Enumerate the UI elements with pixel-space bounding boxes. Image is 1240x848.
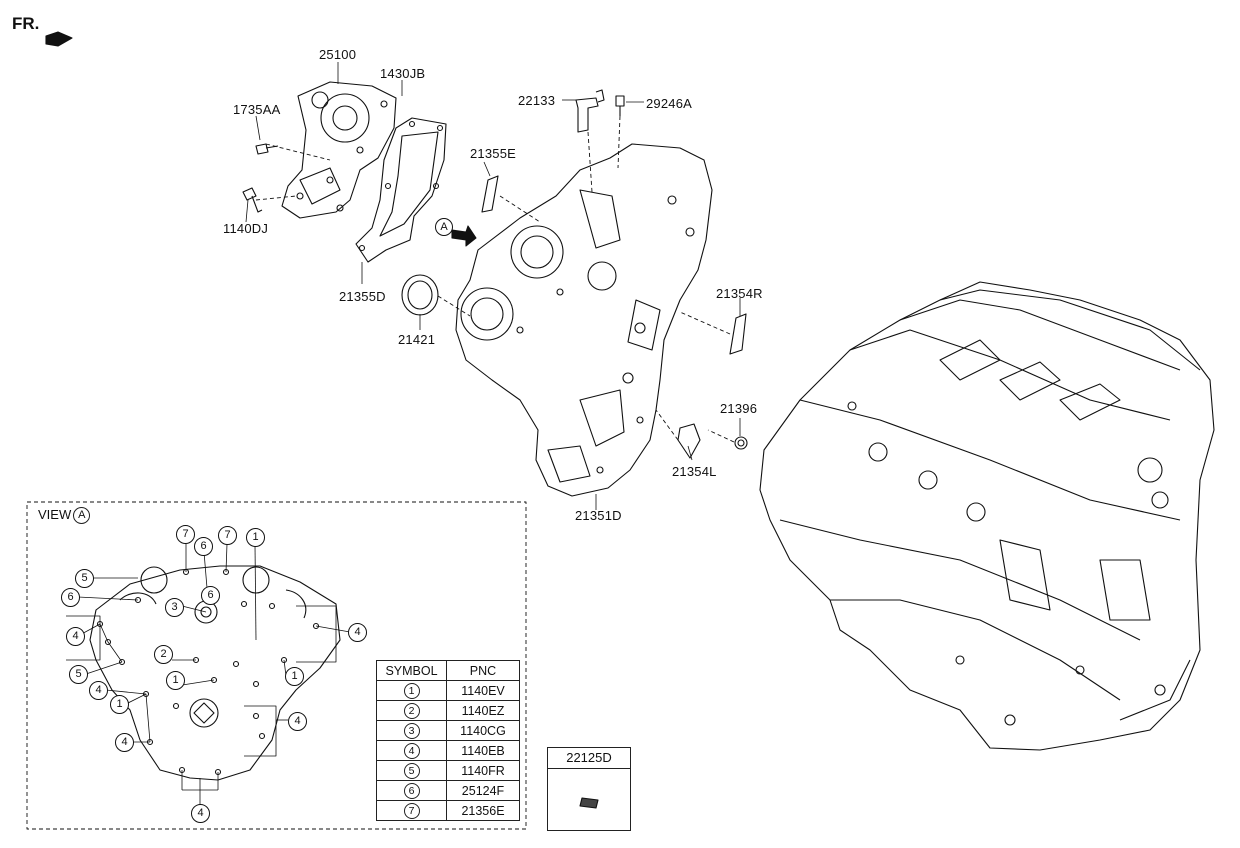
callout-7: 7 (218, 526, 237, 545)
part-22125d-icon (579, 797, 599, 809)
table-row[interactable]: 4 1140EB (376, 740, 520, 761)
label-22133[interactable]: 22133 (518, 93, 556, 108)
pnc-cell: 21356E (446, 800, 520, 821)
callout-3: 3 (165, 598, 184, 617)
table-row[interactable]: 3 1140CG (376, 720, 520, 741)
callout-6: 6 (61, 588, 80, 607)
label-21351d[interactable]: 21351D (575, 508, 622, 523)
pnc-cell: 25124F (446, 780, 520, 801)
table-row[interactable]: 7 21356E (376, 800, 520, 821)
water-pump-25100 (281, 81, 397, 219)
part-29246a (615, 95, 625, 116)
label-25100[interactable]: 25100 (319, 47, 357, 62)
callout-4: 4 (115, 733, 134, 752)
table-header-row: SYMBOL PNC (376, 660, 520, 681)
callout-6: 6 (194, 537, 213, 556)
pnc-cell: 1140EV (446, 680, 520, 701)
pnc-cell: 1140EB (446, 740, 520, 761)
sensor-22133 (575, 89, 605, 133)
symbol-cell: 6 (403, 782, 420, 799)
label-29246a[interactable]: 29246A (646, 96, 693, 111)
callout-1: 1 (166, 671, 185, 690)
pnc-cell: 1140FR (446, 760, 520, 781)
callout-7: 7 (176, 525, 195, 544)
table-row[interactable]: 5 1140FR (376, 760, 520, 781)
o-ring-21396 (734, 436, 748, 450)
symbol-cell: 4 (403, 742, 420, 759)
symbol-pnc-table: SYMBOL PNC 1 1140EV 2 1140EZ 3 1140CG 4 … (376, 660, 520, 821)
front-direction-label: FR. (12, 14, 40, 33)
label-1430jb[interactable]: 1430JB (380, 66, 426, 81)
callout-4: 4 (288, 712, 307, 731)
view-a-marker: A (435, 218, 453, 236)
callout-2: 2 (154, 645, 173, 664)
symbol-cell: 3 (403, 722, 420, 739)
table-row[interactable]: 2 1140EZ (376, 700, 520, 721)
label-21355e[interactable]: 21355E (470, 146, 517, 161)
part-box-22125d[interactable]: 22125D (547, 747, 631, 831)
table-row[interactable]: 6 25124F (376, 780, 520, 801)
gasket-1430jb (355, 117, 447, 263)
label-21421[interactable]: 21421 (398, 332, 436, 347)
gasket-21354l (677, 423, 701, 459)
gasket-21354r (729, 313, 747, 355)
label-21354r[interactable]: 21354R (716, 286, 763, 301)
callout-1: 1 (246, 528, 265, 547)
view-arrow-icon (451, 225, 477, 247)
callout-6: 6 (201, 586, 220, 605)
symbol-cell: 1 (403, 682, 420, 699)
label-1735aa[interactable]: 1735AA (233, 102, 281, 117)
callout-4: 4 (89, 681, 108, 700)
bolt-1735aa (255, 143, 279, 155)
pnc-cell: 1140EZ (446, 700, 520, 721)
label-21354l[interactable]: 21354L (672, 464, 717, 479)
bolt-1140dj (242, 187, 263, 213)
column-header-pnc: PNC (446, 660, 520, 681)
front-arrow-icon (45, 31, 73, 47)
callout-1: 1 (110, 695, 129, 714)
table-row[interactable]: 1 1140EV (376, 680, 520, 701)
callout-4: 4 (348, 623, 367, 642)
label-21355d[interactable]: 21355D (339, 289, 386, 304)
label-21396[interactable]: 21396 (720, 401, 758, 416)
symbol-cell: 7 (403, 802, 420, 819)
part-box-title: 22125D (548, 748, 630, 769)
callout-4: 4 (191, 804, 210, 823)
column-header-symbol: SYMBOL (376, 660, 447, 681)
callout-5: 5 (69, 665, 88, 684)
gasket-21355e (481, 175, 499, 213)
pnc-cell: 1140CG (446, 720, 520, 741)
symbol-cell: 2 (403, 702, 420, 719)
symbol-cell: 5 (403, 762, 420, 779)
label-1140dj[interactable]: 1140DJ (223, 221, 269, 236)
oil-seal-21421 (401, 274, 439, 316)
callout-5: 5 (75, 569, 94, 588)
callout-4: 4 (66, 627, 85, 646)
callout-1: 1 (285, 667, 304, 686)
engine-block (759, 281, 1215, 751)
